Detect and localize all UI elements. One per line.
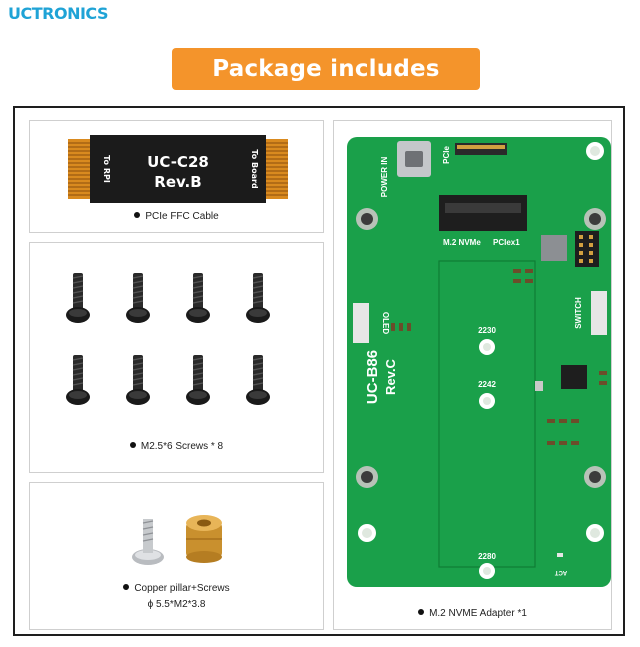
- size-2230-label: 2230: [478, 326, 496, 335]
- package-frame: UC-C28 Rev.B To RPI To Board PCIe FFC Ca…: [13, 106, 625, 636]
- screws-caption: M2.5*6 Screws * 8: [30, 441, 323, 452]
- act-label: ACT: [555, 569, 568, 575]
- screws-caption-text: M2.5*6 Screws * 8: [140, 441, 224, 452]
- m2-nvme-label: M.2 NVMe: [443, 238, 481, 247]
- ic-chip-icon: [561, 365, 587, 389]
- mounting-hole-icon: [356, 142, 606, 542]
- ffc-right-pins: [264, 142, 288, 196]
- ffc-left-pins: [68, 142, 92, 196]
- ffc-cable-caption-text: PCIe FFC Cable: [145, 211, 219, 222]
- oled-connector-icon: [353, 303, 369, 343]
- pillar-caption-text: Copper pillar+Screws: [134, 583, 230, 594]
- act-led-icon: [557, 553, 563, 557]
- ffc-cable-panel: UC-C28 Rev.B To RPI To Board PCIe FFC Ca…: [29, 120, 324, 233]
- bullet-icon: [418, 609, 425, 615]
- size-2280-label: 2280: [478, 552, 496, 561]
- screws-panel: M2.5*6 Screws * 8: [29, 242, 324, 473]
- ffc-left-end-label: To RPI: [102, 155, 111, 183]
- copper-pillar-icon: [186, 515, 222, 563]
- switch-connector-icon: [591, 291, 607, 335]
- screw-icon: [65, 354, 91, 406]
- switch-label: SWITCH: [574, 297, 583, 329]
- screw-icon: [65, 273, 91, 324]
- ffc-cable-image: UC-C28 Rev.B To RPI To Board: [68, 135, 288, 203]
- pillar-screw-image: [132, 515, 222, 565]
- screw-icon: [185, 273, 211, 324]
- copper-pillar-panel: Copper pillar+Screws ϕ 5.5*M2*3.8: [29, 482, 324, 630]
- brand-logo: UCTRONICS: [8, 4, 108, 23]
- bullet-icon: [123, 584, 130, 590]
- smd-components: [391, 269, 607, 445]
- bullet-icon: [134, 212, 141, 218]
- ffc-cable-revision: Rev.B: [154, 173, 201, 191]
- nvme-adapter-caption: M.2 NVME Adapter *1: [334, 608, 611, 619]
- ffc-cable-caption: PCIe FFC Cable: [30, 211, 323, 222]
- pciex1-label: PCIex1: [493, 238, 520, 247]
- board-revision-label: Rev.C: [383, 358, 398, 394]
- screw-icon: [245, 354, 271, 406]
- silver-screw-icon: [132, 519, 164, 565]
- ffc-cable-model: UC-C28: [147, 153, 209, 171]
- bullet-icon: [129, 442, 136, 448]
- pillar-caption: Copper pillar+Screws: [30, 583, 323, 594]
- screws-image: [65, 273, 271, 406]
- size-2242-label: 2242: [478, 380, 496, 389]
- nvme-adapter-panel: POWER IN PCIe M.2 NVMe PCIex1: [333, 120, 612, 630]
- ffc-left-contacts: [68, 139, 92, 199]
- ffc-cable-body: [90, 135, 266, 203]
- nvme-adapter-board-image: POWER IN PCIe M.2 NVMe PCIex1: [347, 137, 611, 587]
- power-in-label: POWER IN: [380, 157, 389, 198]
- crystal-icon: [535, 381, 543, 391]
- inductor-icon: [541, 235, 567, 261]
- package-includes-banner: Package includes: [172, 48, 480, 90]
- screw-icon: [125, 273, 151, 324]
- ffc-right-end-label: To Board: [250, 149, 259, 189]
- oled-label: OLED: [381, 312, 390, 334]
- screw-icon: [185, 354, 211, 406]
- board-model-label: UC-B86: [364, 350, 381, 404]
- pillar-spec: ϕ 5.5*M2*3.8: [147, 599, 206, 610]
- ssd-standoff-hole-icon: [479, 339, 495, 579]
- ffc-right-contacts: [264, 139, 288, 199]
- screw-icon: [245, 273, 271, 324]
- gpio-header-icon: [575, 231, 599, 267]
- pcie-connector-label: PCIe: [442, 146, 451, 164]
- nvme-adapter-caption-text: M.2 NVME Adapter *1: [429, 608, 527, 619]
- screw-icon: [125, 354, 151, 406]
